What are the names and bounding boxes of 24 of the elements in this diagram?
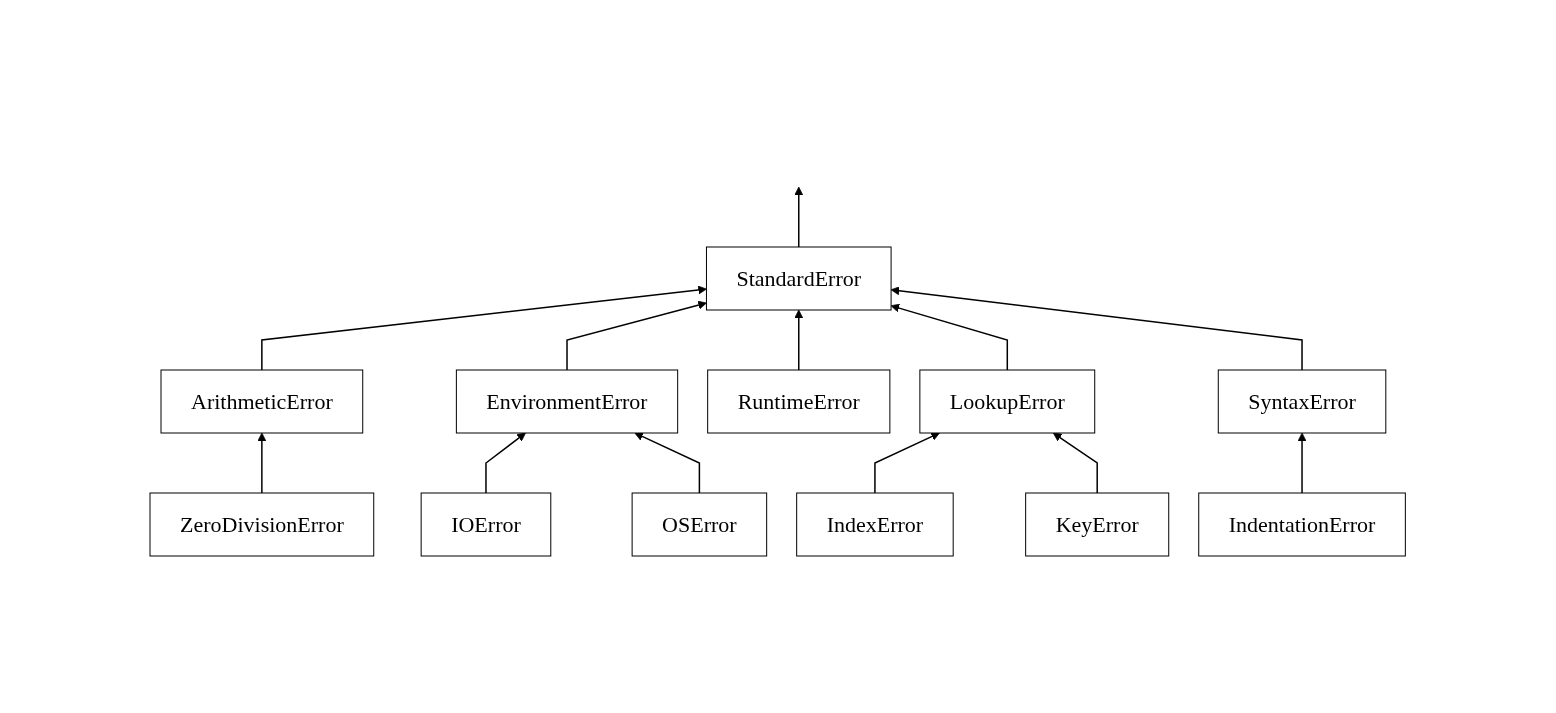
node-box: RuntimeError bbox=[707, 369, 891, 434]
arrow bbox=[257, 432, 267, 494]
arrow bbox=[794, 186, 804, 248]
arrow bbox=[485, 432, 527, 494]
node-box: ArithmeticError bbox=[160, 369, 364, 434]
node-box: LookupError bbox=[919, 369, 1096, 434]
node-box: IndentationError bbox=[1198, 492, 1407, 557]
arrow bbox=[1053, 432, 1099, 494]
node-box: ZeroDivisionError bbox=[149, 492, 375, 557]
arrow bbox=[874, 432, 941, 494]
node-box: SyntaxError bbox=[1218, 369, 1387, 434]
arrow bbox=[634, 432, 701, 494]
node-box: EnvironmentError bbox=[456, 369, 679, 434]
arrow bbox=[1297, 432, 1307, 494]
arrow bbox=[566, 300, 708, 371]
node-box: StandardError bbox=[706, 246, 892, 311]
arrow bbox=[261, 285, 708, 371]
arrow bbox=[794, 309, 804, 371]
arrow bbox=[891, 303, 1009, 371]
node-box: IndexError bbox=[796, 492, 954, 557]
arrow bbox=[891, 286, 1304, 371]
node-box: KeyError bbox=[1025, 492, 1170, 557]
node-box: OSError bbox=[631, 492, 768, 557]
node-box: IOError bbox=[421, 492, 552, 557]
